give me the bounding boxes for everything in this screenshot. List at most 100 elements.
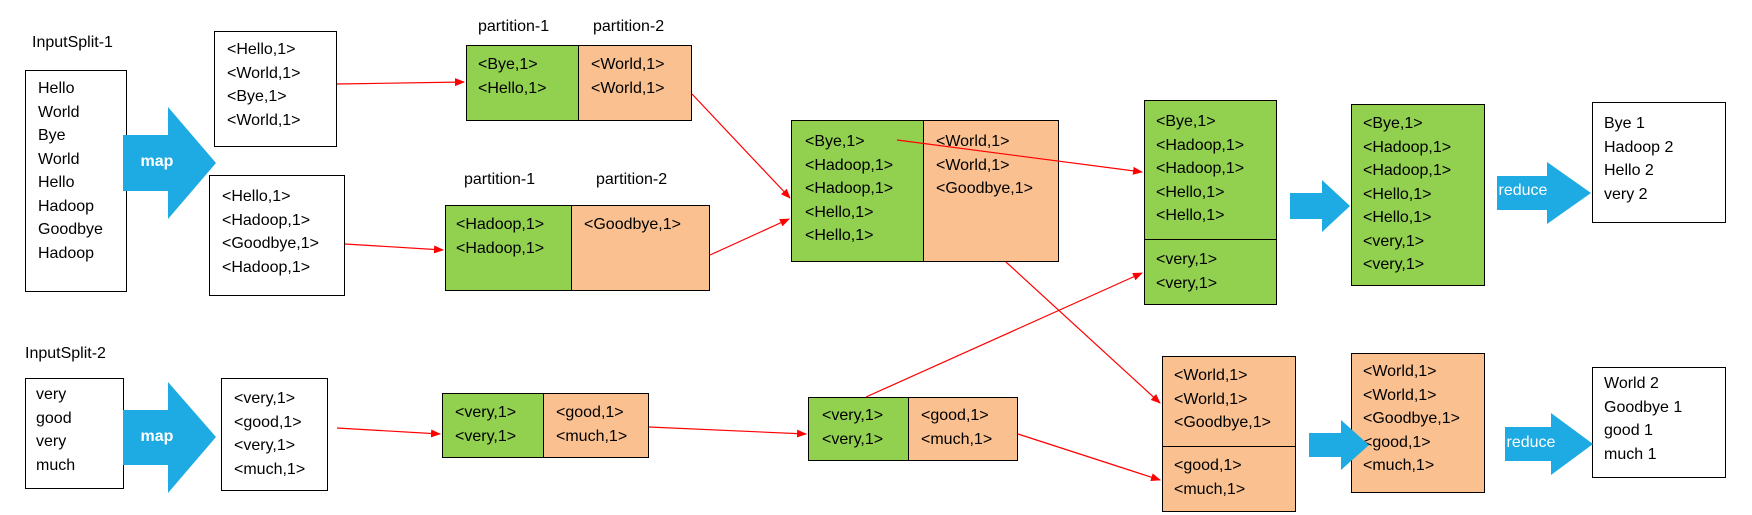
list-line: <Hadoop,1> [1156,136,1245,154]
list-line: Hello 2 [1604,162,1654,179]
list-line: much [36,456,76,474]
list-line: <Goodbye,1> [584,216,681,233]
merged-1-green-list: <Bye,1> <Hadoop,1> <Hadoop,1> <Hello,1> <Hel… [805,130,893,248]
sorted-orange-list: <World,1><World,1><Goodbye,1><good,1><mu… [1363,360,1460,478]
list-line: <World,1> [1174,390,1248,408]
list-line: Goodbye [38,221,103,238]
list-line: <Hadoop,1> [1156,160,1245,177]
list-line: <Hello,1> [805,203,874,221]
partition-b-green [445,205,573,291]
list-line: <World,1> [591,79,665,97]
list-line: <Bye,1> [478,56,538,73]
list-line: <Bye,1> [1363,115,1423,132]
sorted-green [1351,104,1485,286]
list-line: good 1 [1604,422,1653,439]
list-line: <good,1> [1174,457,1242,474]
sort-arrow-2 [1309,420,1369,470]
sorted-green-list: <Bye,1><Hadoop,1><Hadoop,1><Hello,1><Hel… [1363,112,1451,277]
list-line: Hello [38,174,75,191]
partition-b-orange [571,205,710,291]
list-line: <good,1> [921,407,989,424]
list-line: <Hello,1> [1156,183,1225,201]
list-line: very 2 [1604,185,1648,203]
map-label-1: map [140,153,174,170]
partition-a-green-list: <Bye,1> <Hello,1> [478,53,547,100]
partition-b-green-list: <Hadoop,1> <Hadoop,1> [456,213,544,260]
partition-2-label-mid: partition-2 [596,171,668,188]
list-line: <World,1> [227,111,301,129]
result-1-box [1592,102,1726,223]
input-split-2-box [25,378,124,489]
list-line: <very,1> [822,407,884,424]
list-line: <Hadoop,1> [456,216,545,233]
list-line: World [38,103,80,121]
partition-1-label-top: partition-1 [478,18,550,35]
sorted-orange [1351,353,1485,493]
list-line: <good,1> [234,413,302,431]
list-line: Goodbye 1 [1604,398,1683,416]
merged-2-orange [908,397,1018,461]
partition-a-orange-list: <World,1> <World,1> [591,53,665,100]
list-line: Bye 1 [1604,115,1645,132]
inputsplit-1-label: InputSplit-1 [32,34,113,51]
list-line: <very,1> [1156,251,1218,268]
partition-c-green-list: <very,1><very,1> [455,401,516,448]
reduce-label-1: reduce [1498,182,1548,199]
result-2-box [1592,367,1726,478]
list-line: <Goodbye,1> [1363,410,1460,427]
list-line: much 1 [1604,445,1657,463]
partition-c-orange-list: <good,1> <much,1> [556,401,627,448]
list-line: <Hadoop,1> [222,211,311,229]
shuffle-orange-bottom [1162,446,1296,512]
map-output-1b-box [209,175,345,296]
map-arrow-2 [123,382,216,493]
list-line: <Goodbye,1> [222,235,319,252]
list-line: very [36,433,67,450]
list-line: <Hello,1> [478,79,547,97]
list-line: <very,1> [234,437,296,454]
list-line: <Hello,1> [1363,209,1432,226]
list-line: <Hello,1> [227,41,296,58]
map-output-1a-box [214,31,337,147]
partition-1-label-mid: partition-1 [464,171,536,188]
list-line: <very,1> [234,390,296,407]
merged-1-orange [923,120,1059,262]
list-line: <World,1> [227,64,301,82]
list-line: Hadoop [38,197,95,215]
list-line: very [36,386,67,403]
list-line: <Bye,1> [227,88,287,105]
list-line: <Hadoop,1> [222,258,311,276]
list-line: <good,1> [556,404,624,421]
list-line: <Hadoop,1> [805,156,894,174]
list-line: <very,1> [1156,274,1218,292]
list-line: <much,1> [1363,457,1435,474]
list-line: <World,1> [1174,367,1248,384]
list-line: <much,1> [556,427,628,445]
merged-2-green-list: <very,1> <very,1> [822,404,883,451]
list-line: <Hadoop,1> [805,180,894,197]
partition-c-green [442,393,545,458]
list-line: <Bye,1> [805,133,865,150]
list-line: <World,1> [591,56,665,73]
map-label-2: map [140,428,174,445]
partition-b-orange-list: <Goodbye,1> [584,213,681,237]
list-line: <Hadoop,1> [1363,138,1452,156]
shuffle-green-bottom-list: <very,1> <very,1> [1156,248,1217,295]
shuffle-green-top [1144,100,1277,240]
shuffle-orange-bottom-list: <good,1> <much,1> [1174,454,1245,501]
list-line: <World,1> [1363,386,1437,404]
partition-a-green [466,45,580,121]
reduce-arrow-2 [1505,413,1593,475]
reduce-label-2: reduce [1506,434,1556,451]
list-line: <very,1> [822,430,884,448]
list-line: <Hello,1> [805,227,874,244]
list-line: <Hadoop,1> [456,239,545,257]
shuffle-green-bottom [1144,239,1277,305]
list-line: Hadoop [38,244,95,262]
list-line: <much,1> [1174,480,1246,498]
list-line: <Goodbye,1> [936,180,1033,197]
list-line: <Hadoop,1> [1363,162,1452,179]
list-line: <good,1> [1363,433,1431,451]
list-line: Bye [38,127,66,144]
